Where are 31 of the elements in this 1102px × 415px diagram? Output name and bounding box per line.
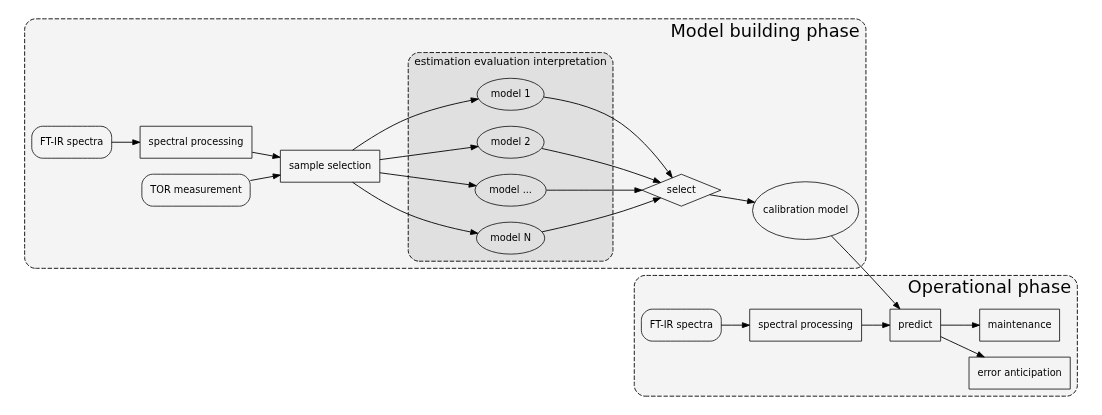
- arrow: [352, 181, 479, 235]
- node-box: sample selection: [279, 149, 381, 183]
- arrow: [251, 151, 281, 159]
- node-box: spectral processing: [139, 125, 253, 159]
- node-ellipse: model 2: [476, 125, 545, 159]
- node-box: error anticipation: [968, 356, 1071, 390]
- arrow: [249, 173, 281, 181]
- arrow: [541, 197, 661, 233]
- node-ellipse: model ...: [474, 173, 547, 207]
- node-box: TOR measurement: [141, 173, 251, 207]
- arrow: [541, 148, 661, 183]
- node-ellipse: model N: [476, 221, 546, 255]
- node-ellipse: model 1: [476, 77, 545, 111]
- node-box: predict: [889, 308, 942, 342]
- arrow: [379, 172, 477, 188]
- arrow: [111, 139, 141, 146]
- arrow: [831, 235, 901, 310]
- node-box: FT-IR spectra: [31, 125, 113, 159]
- node-box: maintenance: [979, 308, 1061, 342]
- arrow: [379, 144, 479, 161]
- node-box: spectral processing: [749, 308, 863, 342]
- arrow: [861, 322, 891, 329]
- arrow: [546, 187, 643, 194]
- arrow: [352, 97, 479, 151]
- arrow: [720, 322, 750, 329]
- arrow: [709, 194, 756, 204]
- arrow: [543, 96, 673, 179]
- node-box: FT-IR spectra: [640, 308, 722, 342]
- arrow: [940, 322, 980, 329]
- arrow: [940, 336, 985, 358]
- node-ellipse: calibration model: [752, 181, 860, 240]
